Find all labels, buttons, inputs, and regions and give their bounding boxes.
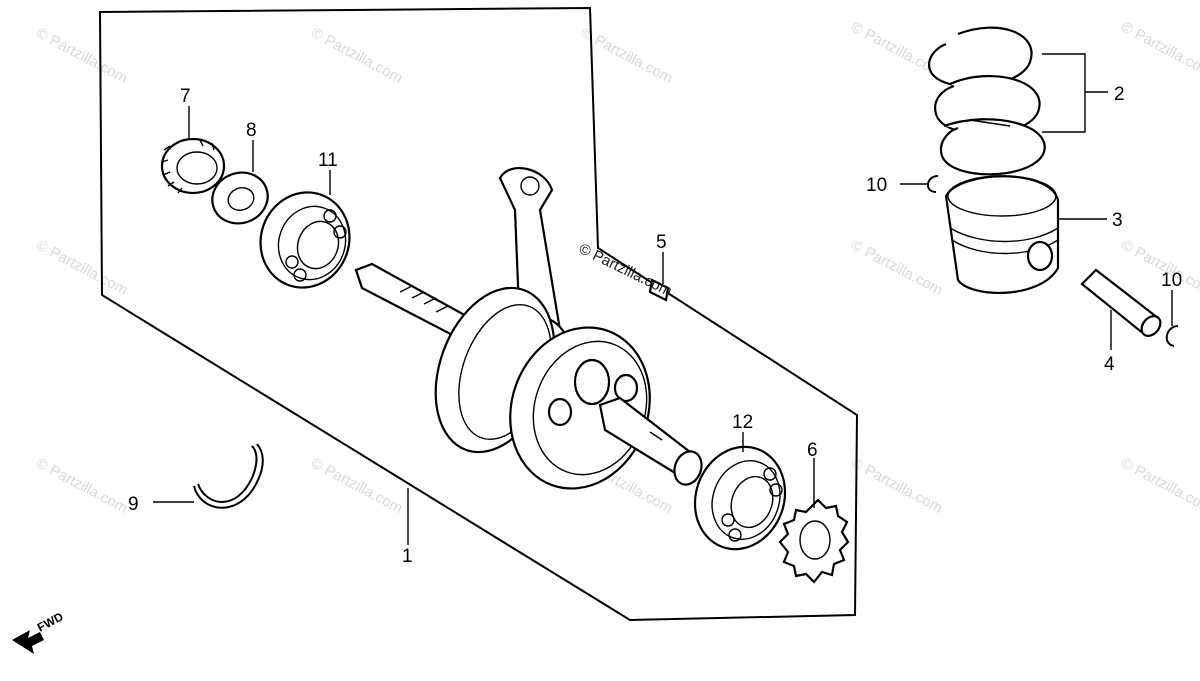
woodruff-key-drawing bbox=[648, 278, 670, 302]
watermark: © Partzilla.com bbox=[1118, 455, 1200, 517]
watermark: © Partzilla.com bbox=[1118, 19, 1200, 81]
sprocket-drawing bbox=[778, 498, 850, 584]
callout-4: 4 bbox=[1104, 354, 1115, 375]
callout-9: 9 bbox=[128, 494, 139, 515]
callout-3: 3 bbox=[1112, 210, 1123, 231]
piston-pin-drawing bbox=[1080, 268, 1162, 337]
bearing-right-drawing bbox=[693, 445, 787, 551]
watermark: © Partzilla.com bbox=[848, 455, 945, 517]
watermark: © Partzilla.com bbox=[848, 237, 945, 299]
washer-drawing bbox=[211, 171, 269, 225]
callout-10-left: 10 bbox=[866, 175, 887, 196]
fwd-label: FWD bbox=[35, 609, 66, 634]
watermark: © Partzilla.com bbox=[33, 25, 130, 87]
watermark: © Partzilla.com bbox=[33, 455, 130, 517]
watermark: © Partzilla.com bbox=[33, 237, 130, 299]
callout-10-right: 10 bbox=[1161, 270, 1182, 291]
crank-ring-drawing bbox=[193, 443, 264, 509]
callouts: 7 8 11 5 12 6 9 1 2 3 4 10 10 bbox=[128, 84, 1182, 567]
callout-5: 5 bbox=[656, 232, 667, 253]
watermark: © Partzilla.com bbox=[308, 25, 405, 87]
callout-7: 7 bbox=[180, 86, 191, 107]
crankshaft-drawing bbox=[354, 167, 703, 490]
fwd-arrow-icon: FWD bbox=[12, 609, 66, 654]
drive-gear-drawing bbox=[160, 137, 226, 195]
callout-2: 2 bbox=[1114, 84, 1125, 105]
callout-12: 12 bbox=[732, 412, 753, 433]
callout-11: 11 bbox=[318, 150, 338, 171]
assembly-outline bbox=[98, 6, 859, 622]
callout-8: 8 bbox=[246, 120, 257, 141]
piston-rings-drawing bbox=[928, 26, 1046, 176]
watermark: © Partzilla.com bbox=[1118, 237, 1200, 299]
leader-lines bbox=[153, 53, 1173, 545]
bearing-left-drawing bbox=[259, 191, 351, 289]
callout-6: 6 bbox=[807, 440, 818, 461]
piston-drawing bbox=[944, 175, 1060, 294]
watermark: © Partzilla.com bbox=[308, 455, 405, 517]
callout-1: 1 bbox=[402, 546, 413, 567]
